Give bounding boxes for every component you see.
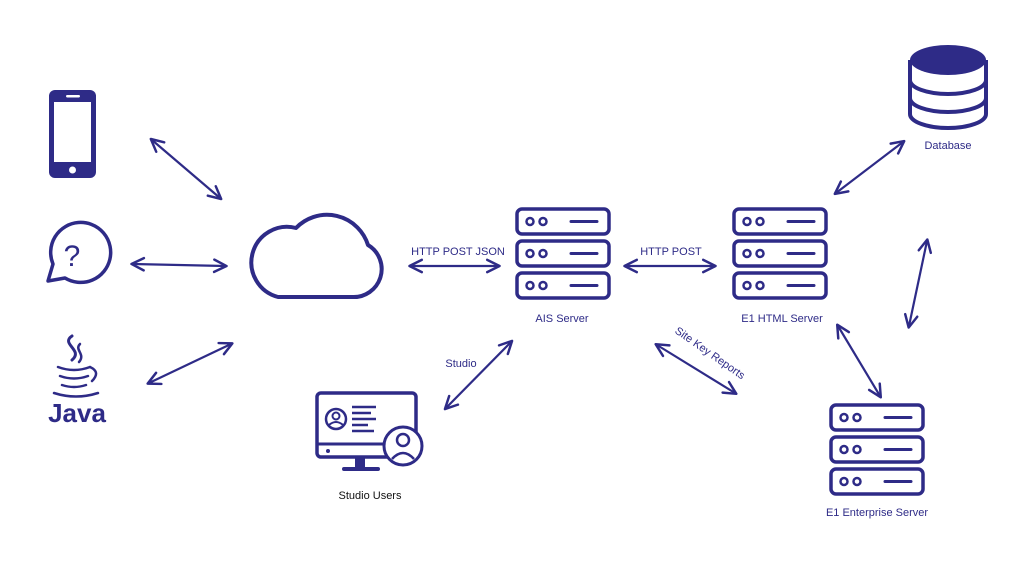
arrow-ais-studio: [443, 339, 514, 411]
edge-label-cloud-ais: HTTP POST JSON: [411, 246, 505, 258]
arrow-html-enterprise: [835, 323, 883, 399]
svg-text:?: ?: [64, 240, 81, 273]
e1-html-server-icon: [732, 207, 828, 300]
arrow-html-database: [833, 139, 906, 196]
monitor-user-icon: [315, 391, 424, 471]
e1-html-server-label: E1 HTML Server: [741, 313, 823, 325]
java-logo-icon: Java: [48, 334, 106, 428]
cloud-icon: [249, 212, 384, 300]
studio-users-label: Studio Users: [339, 490, 402, 502]
edge-label-ais-studio: Studio: [445, 358, 476, 370]
ais-server-label: AIS Server: [535, 313, 589, 325]
java-logo-text: Java: [48, 398, 106, 428]
question-chat-icon: ?: [46, 220, 113, 285]
database-label: Database: [924, 140, 971, 152]
edge-label-ais-enterprise: Site Key Reports: [672, 325, 747, 382]
arrow-java-cloud: [146, 341, 234, 386]
arrow-mobile-cloud: [149, 137, 223, 201]
database-icon: [908, 45, 988, 130]
connection-arrows: [130, 137, 933, 411]
arrow-database-enterprise: [903, 238, 933, 329]
e1-enterprise-server-label: E1 Enterprise Server: [826, 507, 928, 519]
edge-label-ais-html: HTTP POST: [640, 246, 702, 258]
ais-server-icon: [515, 207, 611, 300]
smartphone-icon: [49, 90, 96, 178]
arrow-chat-cloud: [130, 256, 228, 274]
arrow-ais-enterprise: [654, 342, 738, 396]
e1-enterprise-server-icon: [829, 403, 925, 496]
